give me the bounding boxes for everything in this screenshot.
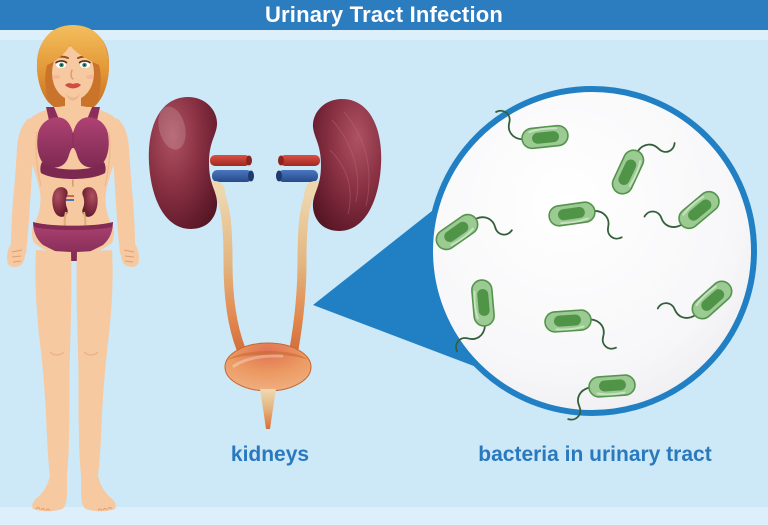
woman-figure bbox=[7, 25, 139, 512]
hand-left bbox=[7, 244, 26, 267]
kidney-right bbox=[312, 99, 382, 231]
bladder bbox=[224, 342, 312, 429]
panties bbox=[33, 222, 113, 261]
renal-vessels bbox=[210, 155, 320, 182]
eye-left bbox=[55, 60, 68, 69]
nose bbox=[70, 69, 74, 80]
bladder-rim bbox=[228, 351, 308, 360]
kidneys-label: kidneys bbox=[230, 443, 310, 466]
feet bbox=[32, 476, 116, 512]
blush-left bbox=[52, 75, 60, 79]
foot-right bbox=[81, 476, 116, 512]
arm-right bbox=[110, 118, 139, 267]
kidney-right-texture bbox=[329, 111, 370, 215]
banner-shadow-strip bbox=[0, 30, 768, 40]
renal-artery-right bbox=[280, 155, 320, 166]
leg-left bbox=[35, 250, 72, 476]
ureter-left bbox=[209, 181, 246, 354]
renal-vein-left bbox=[212, 170, 252, 182]
ureter-right bbox=[289, 181, 321, 354]
urinary-system-illustration bbox=[148, 97, 382, 429]
knee-right bbox=[83, 351, 99, 356]
eye-right bbox=[78, 60, 91, 69]
footer-strip bbox=[0, 507, 768, 525]
bladder-shine bbox=[232, 354, 284, 368]
magnifier-circle bbox=[427, 86, 757, 421]
woman-hair-front bbox=[36, 25, 110, 103]
renal-vein-right bbox=[278, 170, 318, 182]
page-title: Urinary Tract Infection bbox=[264, 2, 504, 27]
bra bbox=[37, 107, 109, 179]
waist-shading-left bbox=[35, 131, 42, 187]
lips bbox=[65, 83, 81, 89]
panties-waistband bbox=[33, 222, 113, 230]
renal-artery-left bbox=[210, 155, 250, 166]
woman-face bbox=[52, 46, 94, 100]
legs bbox=[35, 250, 113, 476]
bacteria-label: bacteria in urinary tract bbox=[478, 443, 712, 466]
leg-right bbox=[76, 250, 113, 476]
kidney-left-shine bbox=[158, 106, 186, 150]
knee-left bbox=[49, 351, 65, 356]
ureters bbox=[208, 180, 322, 354]
blush-right bbox=[86, 75, 94, 79]
urethra bbox=[260, 389, 276, 429]
foot-left bbox=[32, 476, 67, 512]
hand-right bbox=[120, 244, 139, 267]
bra-band bbox=[40, 162, 106, 179]
waist-shading-right bbox=[104, 131, 111, 187]
arm-left bbox=[7, 118, 36, 267]
title-banner: Urinary Tract Infection bbox=[0, 0, 768, 30]
